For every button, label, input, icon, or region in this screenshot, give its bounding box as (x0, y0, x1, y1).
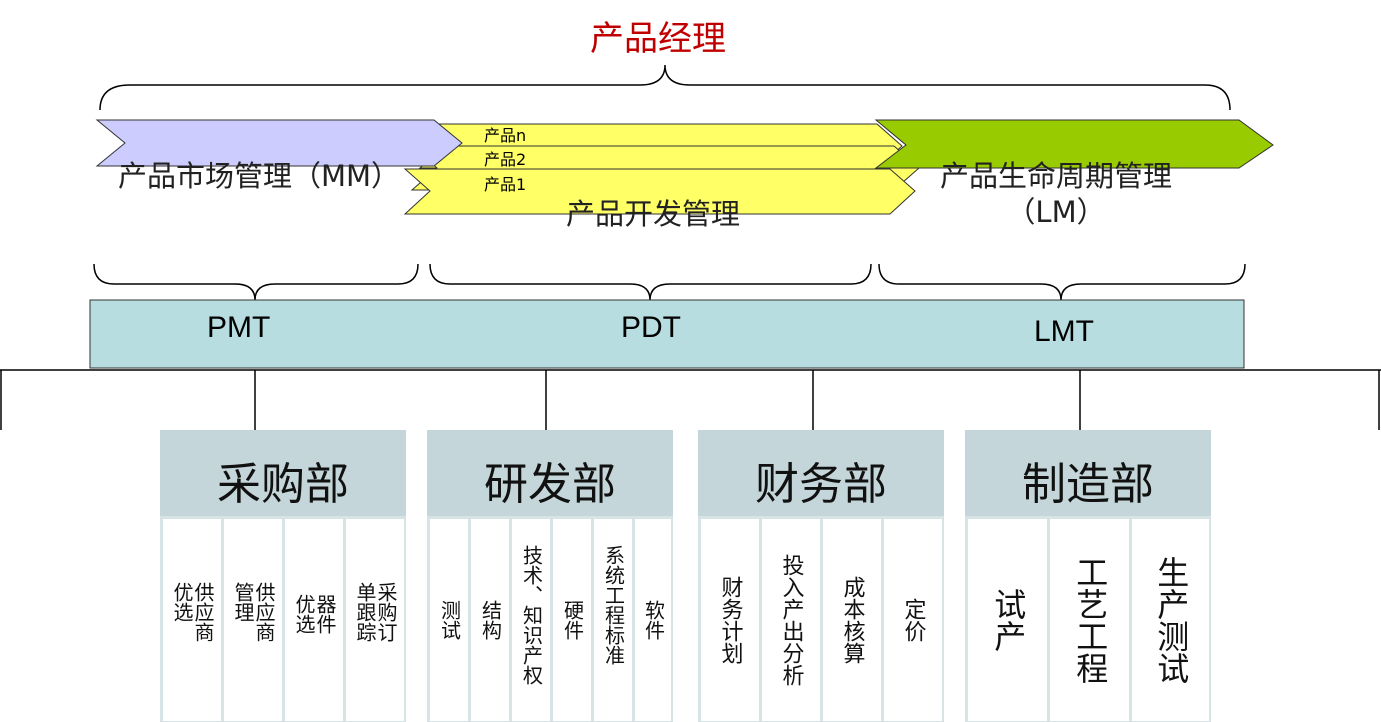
sub-col: 硬件 (552, 518, 592, 722)
sub-col: 测试 (429, 518, 469, 722)
dept-body: 测试 结构 技术、知识产权 硬件 系统工程标准 软件 (427, 516, 673, 722)
sub-label: 测试 (437, 600, 462, 640)
sub-label: 软件 (641, 600, 666, 640)
diagram-title: 产品经理 (590, 19, 726, 59)
dept-title: 采购部 (217, 459, 349, 510)
sub-label: 供应商管理 (231, 582, 276, 642)
sub-col: 技术、知识产权 (511, 518, 551, 722)
product-n-label: 产品n (484, 126, 527, 145)
sub-col: 工艺工程 (1049, 518, 1130, 722)
dept-title: 研发部 (484, 459, 616, 510)
pd-arrow-1 (403, 168, 916, 215)
sub-col: 成本核算 (822, 518, 882, 722)
pmt-brace (93, 263, 419, 301)
dept-header: 采购部 (160, 430, 406, 516)
sub-label: 工艺工程 (1071, 556, 1110, 684)
lmt-brace (878, 263, 1246, 301)
pdt-brace (429, 263, 872, 301)
sub-col: 供应商管理 (223, 518, 283, 722)
dept-card-procurement: 采购部 供应商优选 供应商管理 器件优选 采购订单跟踪 (160, 430, 406, 722)
sub-col: 软件 (634, 518, 672, 722)
dept-card-finance: 财务部 财务计划 投入产出分析 成本核算 定价 (698, 430, 944, 722)
sub-col: 结构 (470, 518, 510, 722)
team-pmt: PMT (207, 311, 271, 344)
sub-label: 财务计划 (717, 576, 743, 664)
sub-label: 试产 (989, 588, 1028, 652)
sub-label: 技术、知识产权 (519, 545, 544, 685)
dept-title: 财务部 (755, 459, 887, 510)
sub-label: 硬件 (560, 600, 585, 640)
sub-label: 投入产出分析 (778, 554, 804, 686)
sub-label: 采购订单跟踪 (353, 582, 398, 642)
dept-header: 制造部 (965, 430, 1211, 516)
team-lmt: LMT (1034, 315, 1094, 348)
sub-col: 供应商优选 (162, 518, 222, 722)
product-2-label: 产品2 (484, 150, 527, 169)
team-pdt: PDT (621, 311, 681, 344)
dept-card-manufacturing: 制造部 试产 工艺工程 生产测试 (965, 430, 1211, 722)
dept-header: 财务部 (698, 430, 944, 516)
sub-col: 投入产出分析 (761, 518, 821, 722)
lm-stage-label: 产品生命周期管理（LM） (939, 159, 1172, 229)
dept-card-rnd: 研发部 测试 结构 技术、知识产权 硬件 系统工程标准 软件 (427, 430, 673, 722)
sub-col: 器件优选 (284, 518, 344, 722)
dept-body: 财务计划 投入产出分析 成本核算 定价 (698, 516, 944, 722)
product-1-label: 产品1 (484, 175, 527, 194)
mm-arrow (95, 119, 463, 167)
sub-label: 器件优选 (292, 594, 337, 634)
sub-col: 定价 (883, 518, 943, 722)
pd-stage-label: 产品开发管理 (566, 197, 741, 231)
dept-body: 供应商优选 供应商管理 器件优选 采购订单跟踪 (160, 516, 406, 722)
sub-label: 定价 (900, 598, 926, 642)
sub-label: 系统工程标准 (601, 545, 626, 665)
sub-col: 系统工程标准 (593, 518, 633, 722)
dept-body: 试产 工艺工程 生产测试 (965, 516, 1211, 722)
dept-header: 研发部 (427, 430, 673, 516)
sub-col: 生产测试 (1131, 518, 1210, 722)
lm-arrow (874, 119, 1274, 169)
sub-label: 生产测试 (1152, 556, 1191, 684)
sub-col: 采购订单跟踪 (345, 518, 405, 722)
top-brace (99, 64, 1231, 111)
team-bar (89, 299, 1245, 369)
sub-label: 供应商优选 (170, 582, 215, 642)
sub-label: 结构 (478, 600, 503, 640)
mm-stage-label: 产品市场管理（MM） (118, 159, 401, 193)
dept-title: 制造部 (1022, 459, 1154, 510)
sub-col: 财务计划 (700, 518, 760, 722)
sub-col: 试产 (967, 518, 1048, 722)
sub-label: 成本核算 (839, 576, 865, 664)
